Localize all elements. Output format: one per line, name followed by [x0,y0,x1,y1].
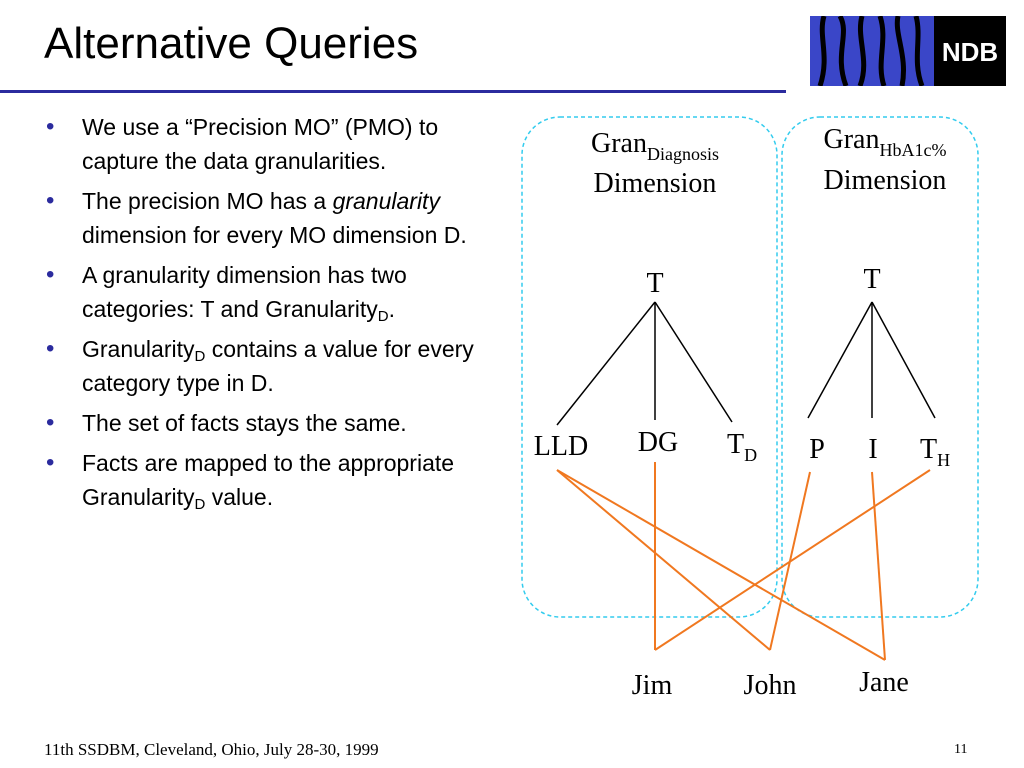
mapping-th-jim [654,469,931,651]
leaf-i: I [868,434,877,465]
diagnosis-heading: GranDiagnosis [591,128,719,164]
fact-john: John [744,670,797,701]
leaf-td: TD [727,429,757,465]
logo-text: NDB [942,37,998,67]
bullet-item: We use a “Precision MO” (PMO) to capture… [44,110,504,178]
diagnosis-dimension-box [521,116,778,618]
bullet-item: A granularity dimension has two categori… [44,258,504,326]
bullet-item: The precision MO has a granularity dimen… [44,184,504,252]
slide-title: Alternative Queries [44,19,419,68]
leaf-p: P [809,434,825,465]
hba1c-dimension-box [781,116,979,618]
mapping-lld-john [556,469,771,651]
hba1c-heading-line2: Dimension [824,165,947,196]
leaf-th: TH [920,434,950,470]
fact-jim: Jim [632,670,673,701]
leaf-lld: LLD [534,431,588,462]
bullet-list: We use a “Precision MO” (PMO) to capture… [44,110,504,520]
fact-mappings [556,462,931,661]
slide-footer: 11th SSDBM, Cleveland, Ohio, July 28-30,… [44,740,379,759]
page-number: 11 [954,742,968,757]
diagnosis-heading-line2: Dimension [594,168,717,199]
tree-edge [654,301,733,423]
tree-edge [807,301,873,419]
title-underline [0,90,786,93]
hba1c-root-node: T [863,264,880,295]
bullet-item: GranularityD contains a value for every … [44,332,504,400]
ndb-logo: NDB [810,16,1006,86]
fact-jane: Jane [859,667,909,698]
hba1c-heading: GranHbA1c% [824,124,947,160]
mapping-lld-jane [556,469,886,661]
tree-edge [871,301,936,419]
diagnosis-root-node: T [646,268,663,299]
bullet-item: Facts are mapped to the appropriate Gran… [44,446,504,514]
leaf-dg: DG [638,427,678,458]
mapping-i-jane [871,471,886,661]
tree-edge [556,301,656,426]
bullet-item: The set of facts stays the same. [44,406,504,440]
